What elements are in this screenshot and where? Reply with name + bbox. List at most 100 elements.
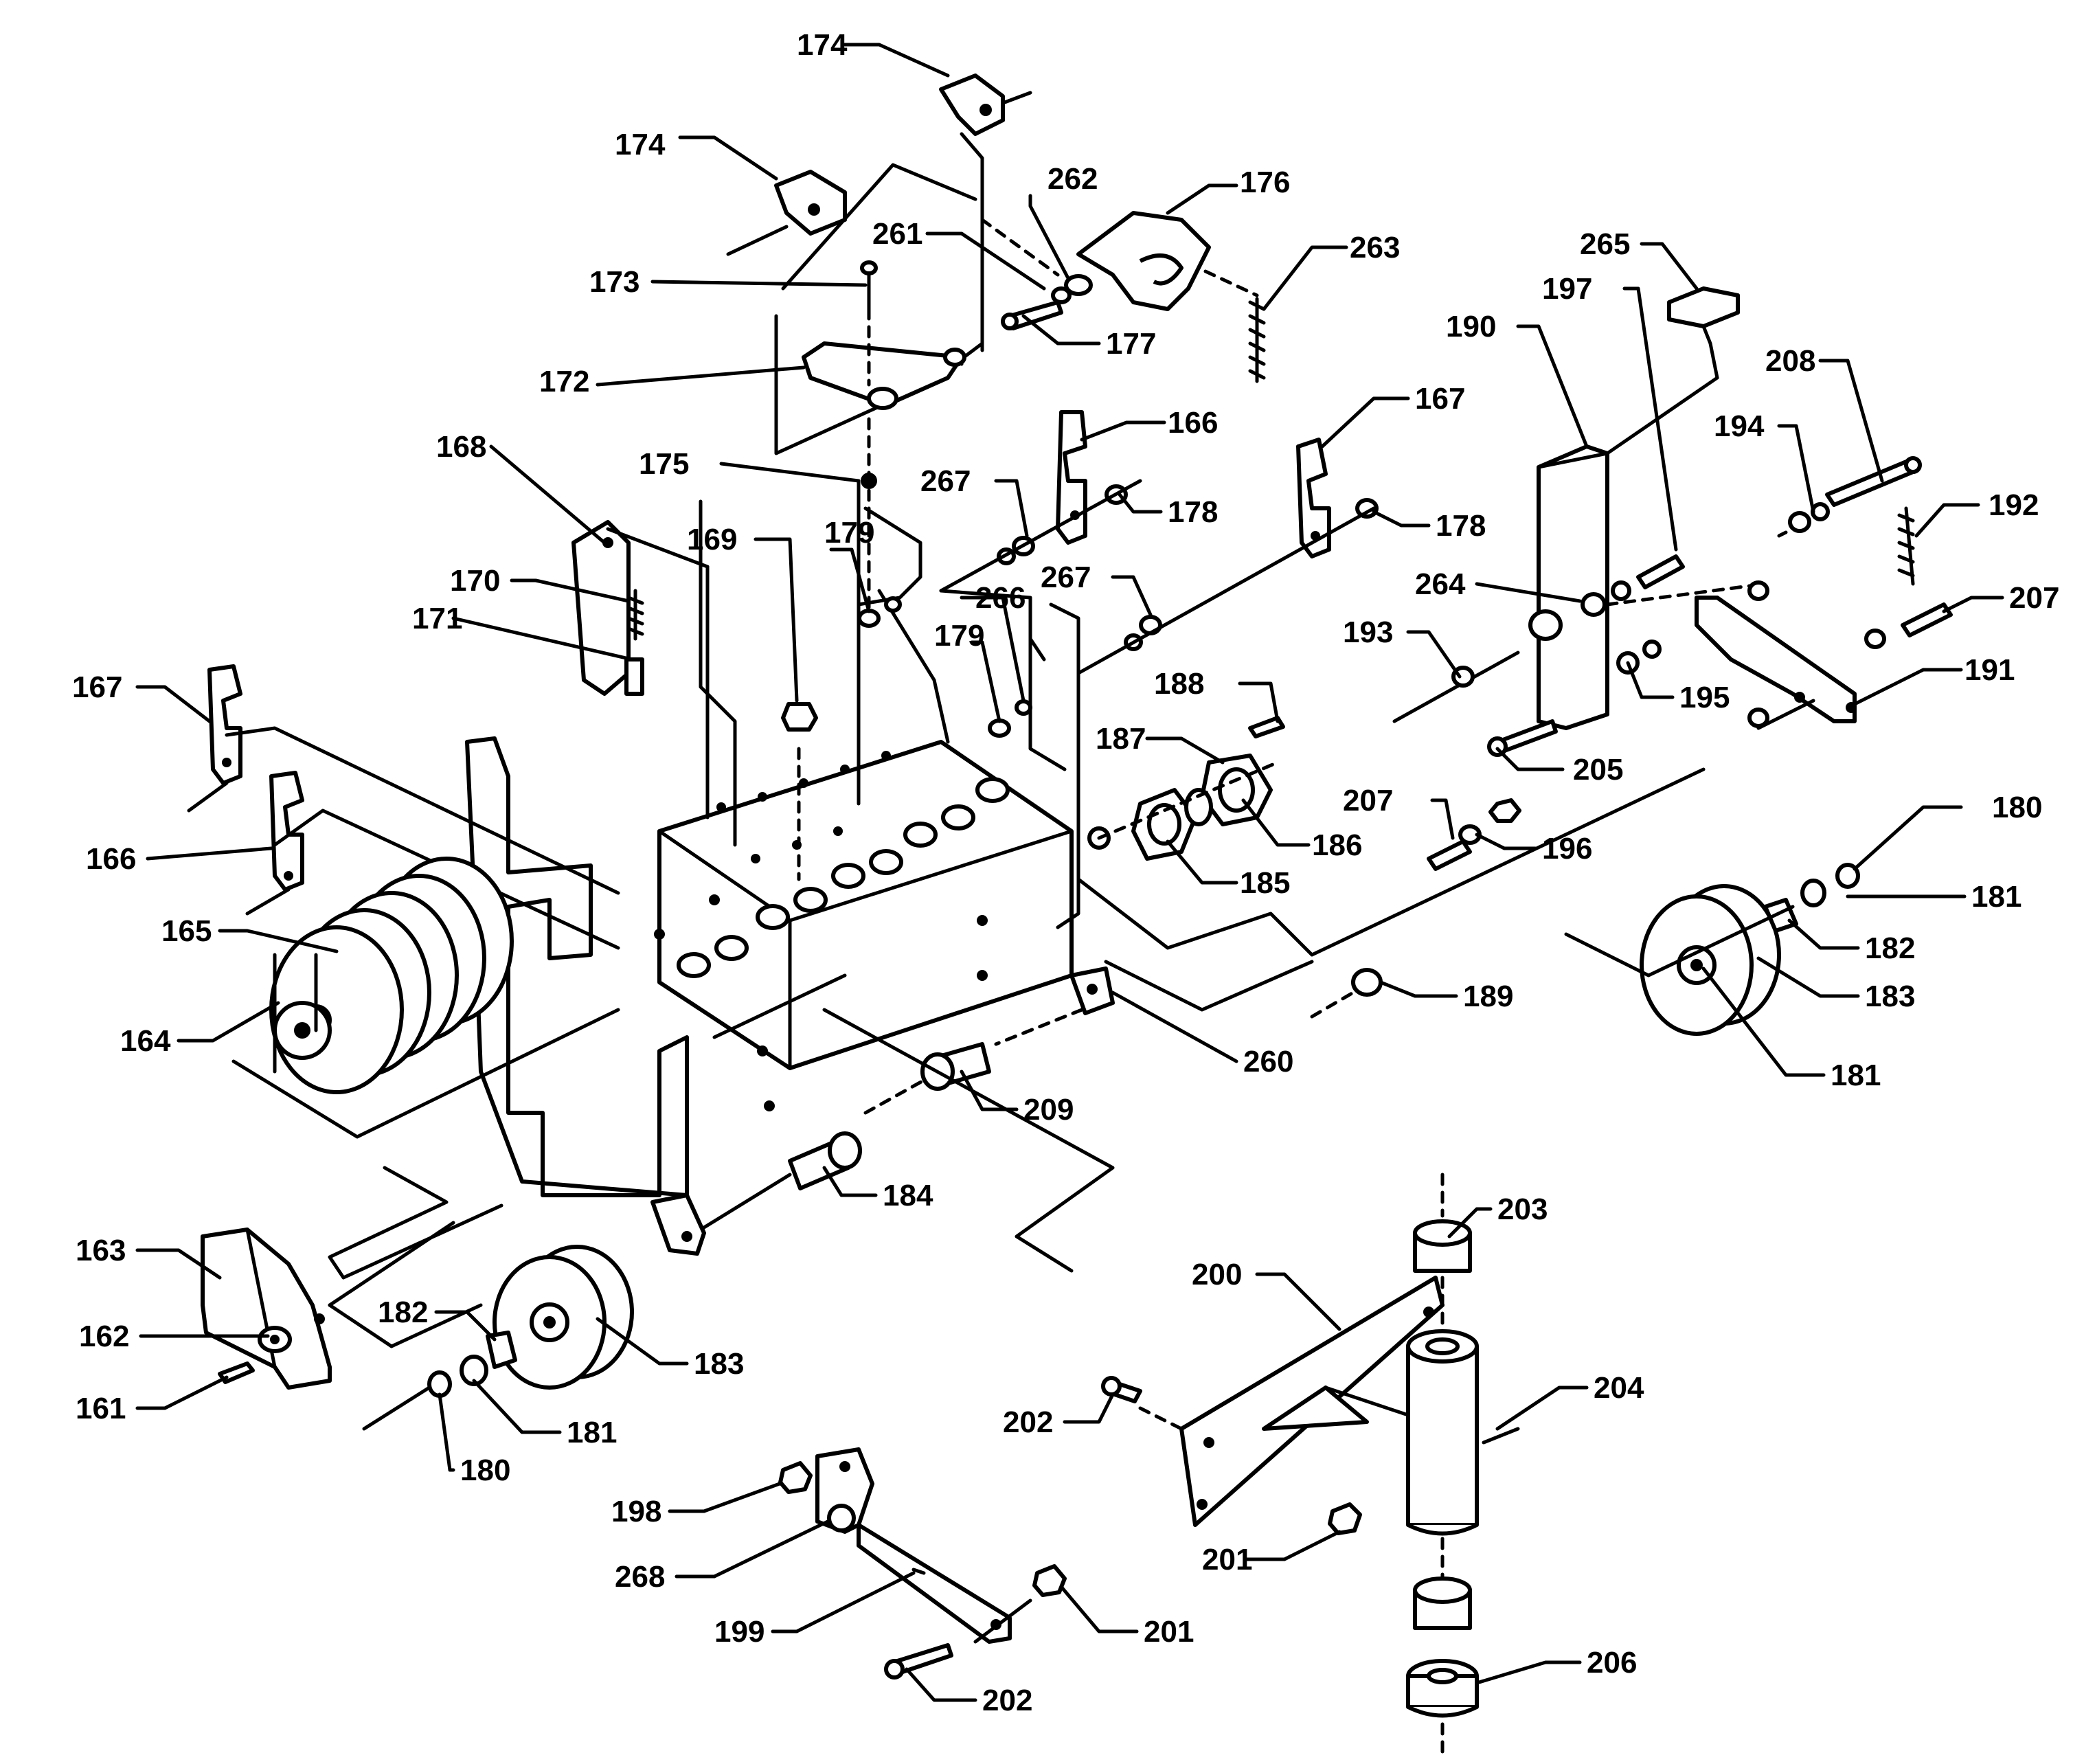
frame-lower-bracket	[650, 1193, 706, 1256]
callout-204: 204	[1594, 1371, 1644, 1405]
part-176-fork	[1076, 211, 1259, 311]
callout-202-upper: 202	[1003, 1405, 1053, 1439]
callout-203: 203	[1497, 1192, 1548, 1226]
callout-174-left: 174	[615, 128, 666, 161]
parts-261-262-177	[980, 218, 1093, 330]
parts-201-202-upper	[1101, 1376, 1362, 1535]
callout-178-right: 178	[1436, 509, 1486, 543]
callout-184: 184	[883, 1179, 933, 1212]
part-200-plate	[1138, 1276, 1445, 1527]
callout-197: 197	[1542, 272, 1592, 306]
callout-179-lower: 179	[934, 619, 984, 653]
part-173-screw	[860, 260, 878, 387]
callout-167-left: 167	[72, 670, 122, 704]
callout-176: 176	[1240, 166, 1290, 199]
main-chassis-frame	[465, 736, 1074, 1197]
callout-173: 173	[589, 265, 639, 299]
leader-outline-left	[225, 726, 620, 1348]
part-169-nut	[781, 702, 818, 881]
callout-181-right-lower: 181	[1831, 1059, 1881, 1092]
callout-207-center: 207	[1343, 784, 1393, 817]
part-260-tab	[994, 966, 1115, 1046]
callout-163: 163	[76, 1234, 126, 1267]
callout-190: 190	[1446, 310, 1496, 343]
part-163-housing	[201, 1221, 455, 1390]
callout-267-center: 267	[1041, 561, 1091, 594]
callout-207-right: 207	[2009, 581, 2059, 615]
part-183-wheel-right	[1564, 863, 1860, 1036]
callout-189: 189	[1463, 980, 1513, 1013]
callout-199: 199	[714, 1615, 764, 1649]
callout-193: 193	[1343, 615, 1393, 649]
callout-182-left: 182	[378, 1296, 428, 1329]
callout-182-right: 182	[1865, 931, 1915, 965]
callout-260: 260	[1243, 1045, 1293, 1078]
part-204-tube	[1406, 1276, 1520, 1582]
callout-268: 268	[615, 1560, 665, 1594]
callout-166-right: 166	[1168, 406, 1218, 440]
callout-196: 196	[1542, 832, 1592, 866]
leader-outline-center	[822, 767, 1706, 1273]
callout-187: 187	[1096, 722, 1146, 756]
callout-171: 171	[412, 602, 462, 635]
part-198-nut	[778, 1461, 813, 1494]
parts-196-207	[1427, 798, 1521, 871]
frame-bosses	[677, 777, 1010, 978]
part-265-block	[1667, 286, 1740, 380]
callout-208: 208	[1765, 344, 1815, 378]
callout-202-lower: 202	[982, 1684, 1032, 1717]
callout-261: 261	[872, 217, 922, 251]
callout-172: 172	[539, 365, 589, 398]
callout-183-right: 183	[1865, 980, 1915, 1013]
callout-167-right: 167	[1415, 382, 1465, 416]
part-166-bracket-right	[1056, 410, 1087, 545]
callout-181-right-top: 181	[1971, 880, 2021, 914]
callout-201-upper: 201	[1202, 1543, 1252, 1576]
callout-185: 185	[1240, 866, 1290, 900]
part-203-cap	[1413, 1173, 1472, 1273]
callout-267-upper: 267	[920, 464, 971, 498]
callout-263: 263	[1350, 231, 1400, 264]
part-263-spring	[1248, 297, 1266, 383]
callout-178-upper: 178	[1168, 495, 1218, 529]
callout-179-upper: 179	[824, 516, 874, 550]
callout-198: 198	[611, 1495, 661, 1528]
part-164-sprocket	[273, 953, 332, 1074]
callout-205: 205	[1573, 753, 1623, 787]
part-206-base	[1406, 1576, 1479, 1761]
callout-186: 186	[1312, 828, 1362, 862]
part-167-bracket-left	[187, 664, 242, 813]
part-201-nut-lower	[973, 1564, 1067, 1644]
part-167-bracket-right	[1296, 438, 1331, 558]
callout-194: 194	[1714, 409, 1765, 443]
parts-178-267-washers	[939, 479, 1379, 675]
callout-labels: 174 174 262 176 261 263 265 173 197 190 …	[72, 28, 2059, 1717]
part-190-lever	[1392, 376, 1719, 730]
callout-264: 264	[1415, 567, 1466, 601]
callout-262: 262	[1047, 162, 1098, 196]
callout-177: 177	[1106, 327, 1156, 361]
part-174-clevis-top	[939, 74, 1032, 352]
callout-266: 266	[975, 581, 1026, 615]
callout-265: 265	[1580, 227, 1630, 261]
callout-leaders	[135, 43, 2004, 1702]
part-199-bracket	[815, 1447, 1012, 1644]
callout-191: 191	[1964, 653, 2015, 687]
callout-166-left: 166	[86, 842, 136, 876]
callout-161: 161	[76, 1392, 126, 1425]
part-174-clevis-left	[726, 170, 847, 256]
parts-194-208-192-207	[1747, 456, 1953, 728]
callout-165: 165	[161, 914, 212, 948]
callout-201-lower: 201	[1144, 1615, 1194, 1649]
part-202-screw-lower	[884, 1643, 953, 1680]
part-168-bracket	[571, 520, 710, 819]
callout-188: 188	[1154, 667, 1204, 701]
callout-174-top: 174	[797, 28, 848, 62]
callout-180-left: 180	[460, 1454, 510, 1487]
callout-169: 169	[687, 523, 737, 556]
callout-162: 162	[79, 1320, 129, 1353]
callout-180-right: 180	[1992, 791, 2042, 824]
callout-195: 195	[1679, 681, 1730, 714]
